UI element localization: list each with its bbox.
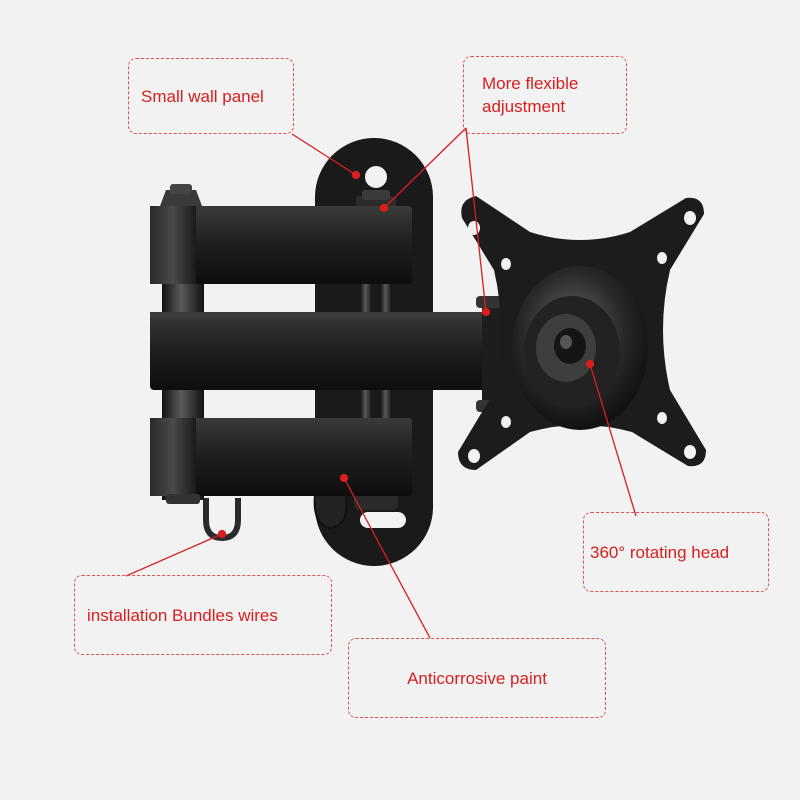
middle-arm xyxy=(150,312,502,390)
callout-rotating-head-text: 360° rotating head xyxy=(590,542,730,562)
callout-bundles-wires-text: installation Bundles wires xyxy=(87,605,278,625)
callout-rotating-head: 360° rotating head xyxy=(583,512,769,592)
upper-arm xyxy=(150,184,412,284)
callout-leader-lines xyxy=(125,127,637,639)
callout-flexible-adjustment: More flexible adjustment xyxy=(463,56,627,134)
callout-flexible-adjustment-text: More flexible adjustment xyxy=(482,74,579,116)
lower-arm xyxy=(150,418,412,504)
callout-bundles-wires: installation Bundles wires xyxy=(74,575,332,655)
callout-wall-panel: Small wall panel xyxy=(128,58,294,134)
rotating-head-disc xyxy=(512,266,648,430)
callout-wall-panel-text: Small wall panel xyxy=(141,86,264,106)
callout-anticorrosive-paint-text: Anticorrosive paint xyxy=(407,668,547,688)
callout-anticorrosive-paint: Anticorrosive paint xyxy=(348,638,606,718)
